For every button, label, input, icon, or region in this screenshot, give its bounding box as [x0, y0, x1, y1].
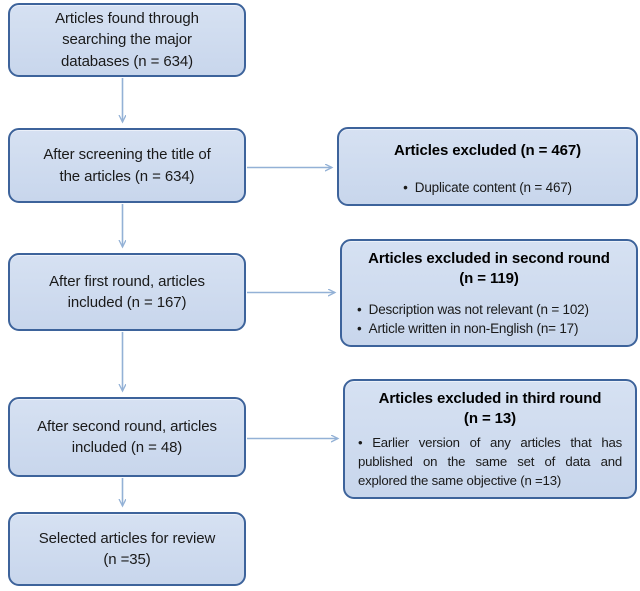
excluded-round2-title: Articles excluded in second round (n = 1…: [368, 250, 610, 287]
excluded-reason: Duplicate content (n = 467): [352, 178, 623, 197]
flow-box-first-round: After first round, articles included (n …: [8, 253, 246, 331]
excluded-reason: Earlier version of any articles that has…: [358, 433, 622, 490]
excluded-round1-title: Articles excluded (n = 467): [394, 142, 581, 159]
excluded-round1-reasons: Duplicate content (n = 467): [352, 178, 623, 197]
excluded-round3-title: Articles excluded in third round (n = 13…: [378, 390, 602, 427]
flow-box-selected-for-review: Selected articles for review (n =35): [8, 512, 246, 586]
flow-box-excluded-round2: Articles excluded in second round (n = 1…: [340, 239, 638, 347]
flow-box-excluded-round1: Articles excluded (n = 467) Duplicate co…: [337, 127, 638, 206]
flow-box-second-round: After second round, articles included (n…: [8, 397, 246, 477]
flow-box-articles-found: Articles found through searching the maj…: [8, 3, 246, 77]
flow-box-title-screening: After screening the title of the article…: [8, 128, 246, 203]
excluded-round2-reasons: Description was not relevant (n = 102) A…: [355, 300, 623, 338]
excluded-reason: Article written in non-English (n= 17): [357, 319, 623, 338]
excluded-reason: Description was not relevant (n = 102): [357, 300, 623, 319]
flow-box-excluded-round3: Articles excluded in third round (n = 13…: [343, 379, 637, 499]
